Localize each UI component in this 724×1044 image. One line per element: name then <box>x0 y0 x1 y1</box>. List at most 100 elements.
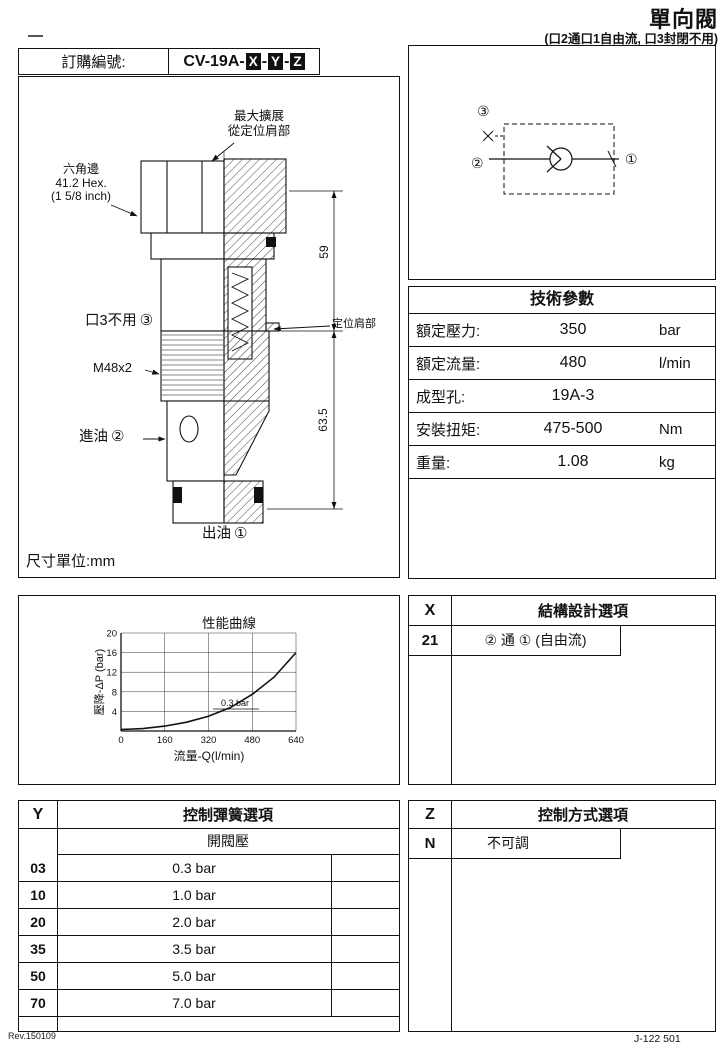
symbol-port3: ③ <box>477 103 490 119</box>
spring-code: 20 <box>30 914 46 930</box>
valve-cross-section <box>140 151 287 531</box>
table-row: 安裝扭矩: 475-500 Nm <box>409 413 715 446</box>
param-label: 安裝扭矩: <box>416 421 481 439</box>
valve-drawing-panel: 最大擴展 從定位肩部 六角邊 41.2 Hex. (1 5/8 inch) 口3… <box>18 76 400 578</box>
param-value: 480 <box>559 354 587 371</box>
column-divider <box>331 855 332 1017</box>
table-row: 70 7.0 bar <box>19 990 399 1017</box>
option-description: ② 通 ① (自由流) <box>451 626 621 656</box>
y-tick-label: 8 <box>112 687 117 698</box>
x-options-key: X <box>424 601 436 619</box>
y-options-subheader: 開閥壓 <box>57 829 399 855</box>
valve-drawing-svg <box>110 142 343 531</box>
spring-code: 50 <box>30 968 46 984</box>
hex-label: 六角邊 41.2 Hex. (1 5/8 inch) <box>50 162 112 203</box>
spring-pressure: 3.5 bar <box>172 941 216 957</box>
locating-shoulder <box>265 322 280 332</box>
spring-pressure: 2.0 bar <box>172 914 216 930</box>
param-value: 19A-3 <box>551 387 595 404</box>
check-valve-symbol <box>482 123 619 195</box>
symbol-port2: ② <box>471 155 484 171</box>
spring-pressure: 7.0 bar <box>172 995 216 1011</box>
table-row: 21 ② 通 ① (自由流) <box>409 626 715 656</box>
table-row: 20 2.0 bar <box>19 909 399 936</box>
x-tick-label: 320 <box>201 735 217 746</box>
param-label: 成型孔: <box>416 388 466 406</box>
table-row: 10 1.0 bar <box>19 882 399 909</box>
y-tick-label: 16 <box>106 648 117 659</box>
param-unit: l/min <box>659 354 691 372</box>
param-unit: Nm <box>659 420 683 438</box>
seal-left <box>173 487 182 503</box>
order-code-prefix: CV-19A- <box>183 52 245 70</box>
table-row: 額定壓力: 350 bar <box>409 314 715 347</box>
z-options-key: Z <box>425 805 435 823</box>
y-tick-label: 12 <box>106 668 117 679</box>
x-options-header: X 結構設計選項 <box>409 596 715 626</box>
x-options-title: 結構設計選項 <box>537 603 628 620</box>
param-value: 1.08 <box>557 453 589 470</box>
page-title: 單向閥 <box>648 7 718 32</box>
x-tick-label: 160 <box>157 735 173 746</box>
y-options-key: Y <box>32 805 44 823</box>
outlet-number: ① <box>234 525 248 542</box>
empty-cell <box>331 963 399 989</box>
dimension-59: 59 <box>317 245 331 259</box>
option-code: 21 <box>409 626 451 656</box>
symbol-port-labels: ③ ② ① <box>471 103 638 171</box>
empty-cell <box>331 909 399 935</box>
valve-seat <box>223 400 270 476</box>
param-unit: kg <box>659 453 675 471</box>
order-code-sep: - <box>284 52 290 70</box>
spring-pressure: 1.0 bar <box>172 887 216 903</box>
seal-upper <box>266 237 276 247</box>
thread-lines <box>162 334 223 396</box>
param-label: 額定流量: <box>416 355 481 373</box>
empty-cell <box>331 855 399 881</box>
param-label: 重量: <box>416 454 451 472</box>
column-divider <box>57 801 58 1031</box>
spring-pressure: 5.0 bar <box>172 968 216 984</box>
y-tick-label: 4 <box>112 707 117 718</box>
option-code: N <box>409 829 451 859</box>
dimension-lines <box>267 190 343 510</box>
curve-annotation: 0.3 bar <box>221 698 249 708</box>
order-number-box: 訂購編號: CV-19A- X - Y - Z <box>18 48 320 75</box>
table-row: 成型孔: 19A-3 <box>409 380 715 413</box>
table-row: 額定流量: 480 l/min <box>409 347 715 380</box>
param-value: 350 <box>559 321 587 338</box>
revision-note: Rev.150109 <box>8 1031 56 1041</box>
leader-arrows <box>110 142 331 442</box>
dimension-unit-note: 尺寸單位:mm <box>26 553 116 570</box>
empty-cell <box>621 626 715 656</box>
z-options-table: Z 控制方式選項 N 不可調 <box>408 800 716 1032</box>
cross-hole <box>179 415 199 443</box>
order-code-sep: - <box>261 52 268 70</box>
spring-code: 70 <box>30 995 46 1011</box>
spring-code: 10 <box>30 887 46 903</box>
page-subtitle: (口2通口1自由流, 口3封閉不用) <box>544 32 718 46</box>
max-expansion-label: 最大擴展 從定位肩部 <box>227 109 291 138</box>
empty-cell <box>331 936 399 962</box>
tech-params-table: 技術參數 額定壓力: 350 bar 額定流量: 480 l/min 成型孔: … <box>408 286 716 579</box>
y-options-table: Y 控制彈簧選項 開閥壓 03 0.3 bar 10 1.0 bar 20 2.… <box>18 800 400 1032</box>
table-row: 重量: 1.08 kg <box>409 446 715 479</box>
dimension-63-5: 63.5 <box>316 408 330 432</box>
port3-number: ③ <box>139 312 154 329</box>
param-value: 475-500 <box>543 420 603 437</box>
column-divider <box>451 801 452 1031</box>
locating-shoulder-label: 定位肩部 <box>332 318 376 330</box>
param-label: 額定壓力: <box>416 322 481 340</box>
table-row: N 不可調 <box>409 829 715 859</box>
blocked-port-mark <box>482 130 504 142</box>
empty-cell <box>621 829 715 859</box>
y-tick-label: 20 <box>106 629 117 640</box>
spring-code: 03 <box>30 860 46 876</box>
z-options-title: 控制方式選項 <box>537 807 628 824</box>
option-description: 不可調 <box>451 829 621 859</box>
